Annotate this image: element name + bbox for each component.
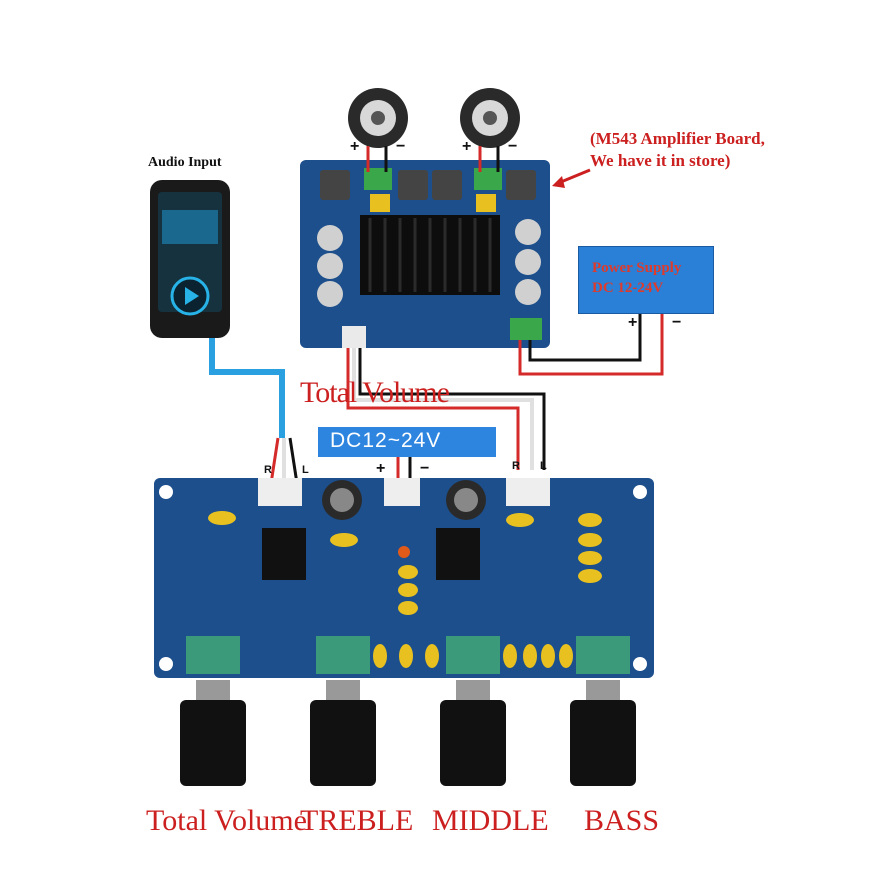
dc-banner-text: DC12~24V	[330, 429, 442, 452]
power-supply-box	[578, 246, 714, 314]
potentiometer-knob-icon	[180, 680, 636, 786]
speaker-left-minus-sign: −	[396, 138, 406, 155]
psu-plus-sign: +	[628, 314, 638, 331]
power-supply-line1: Power Supply	[592, 260, 682, 276]
tone-power-plus-sign: +	[376, 460, 386, 477]
power-supply-line2: DC 12-24V	[592, 280, 664, 296]
speaker-icon	[348, 88, 520, 148]
audio-input-label: Audio Input	[148, 155, 222, 170]
amp-board-note-line1: (M543 Amplifier Board,	[590, 129, 765, 148]
knob-label-total-volume: Total Volume	[146, 804, 307, 837]
power-supply-label: Power Supply DC 12-24V	[592, 258, 681, 298]
input-l-label: L	[302, 464, 309, 476]
amp-board-note: (M543 Amplifier Board, We have it in sto…	[590, 128, 765, 172]
dc-banner	[318, 427, 496, 457]
speaker-right-minus-sign: −	[508, 138, 518, 155]
tone-power-minus-sign: −	[420, 460, 430, 477]
knob-label-bass: BASS	[584, 804, 660, 837]
amplifier-board	[300, 160, 550, 348]
output-l-label: L	[540, 460, 547, 472]
psu-minus-sign: −	[672, 314, 682, 331]
knob-label-middle: MIDDLE	[432, 804, 549, 837]
total-volume-mid-label: Total Volume	[300, 376, 450, 409]
knob-label-treble: TREBLE	[300, 804, 414, 837]
output-r-label: R	[512, 460, 520, 472]
input-r-label: R	[264, 464, 272, 476]
speaker-left-plus-sign: +	[350, 138, 360, 155]
audio-player-icon	[150, 180, 230, 338]
amp-board-note-line2: We have it in store)	[590, 151, 731, 170]
tone-control-board	[154, 478, 654, 678]
speaker-right-plus-sign: +	[462, 138, 472, 155]
